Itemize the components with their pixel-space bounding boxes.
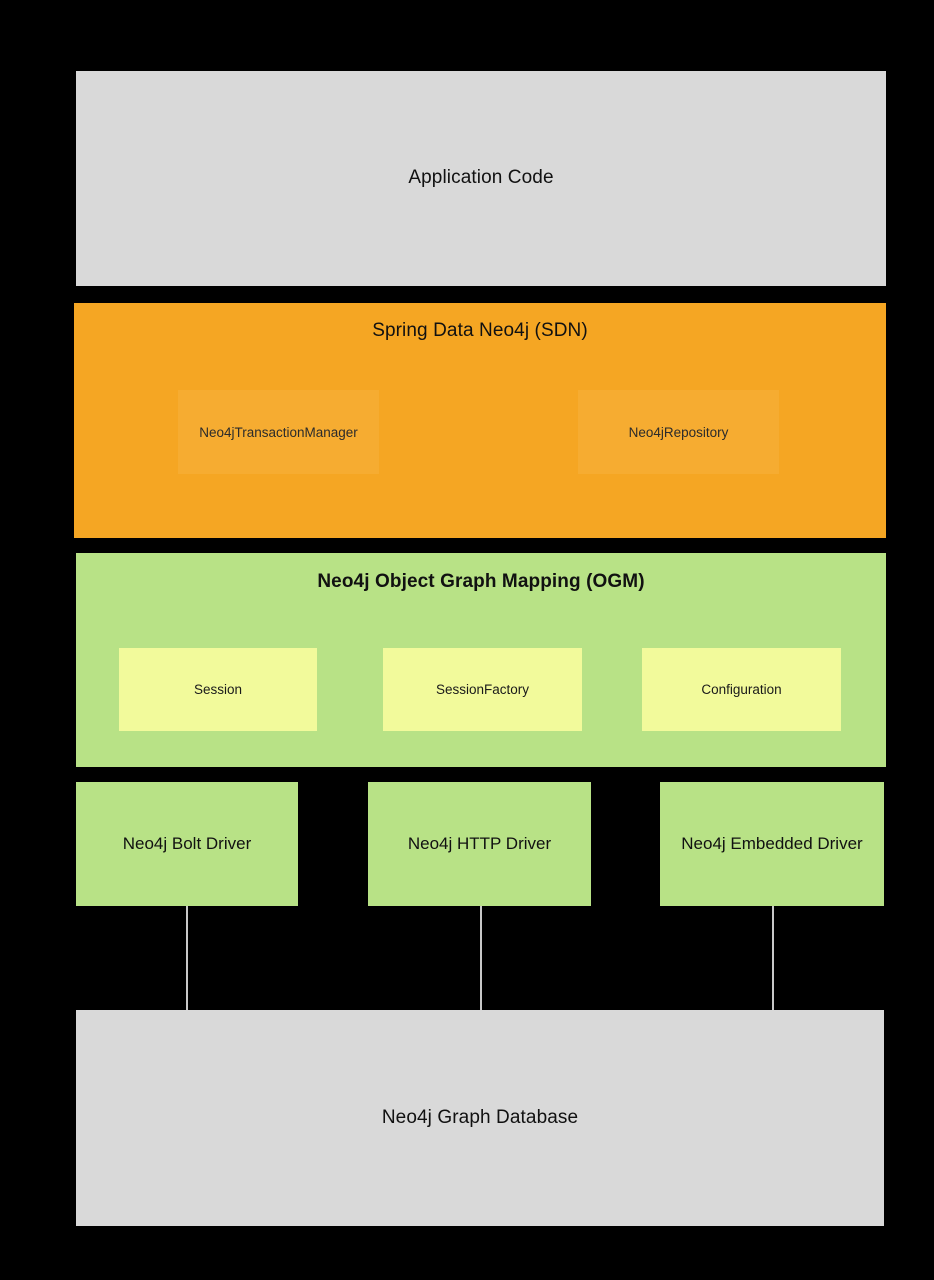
component-label: Session: [193, 682, 243, 697]
application-code-label: Application Code: [408, 167, 554, 188]
driver-label: Neo4j Bolt Driver: [122, 834, 252, 853]
connector-embedded-to-database: [772, 906, 774, 1010]
spring-data-neo4j-label: Spring Data Neo4j (SDN): [372, 320, 588, 341]
component-session-factory[interactable]: SessionFactory: [383, 648, 582, 731]
layer-neo4j-ogm[interactable]: Neo4j Object Graph Mapping (OGM) Session…: [76, 553, 886, 767]
component-label: Configuration: [701, 682, 782, 697]
component-neo4j-repository[interactable]: Neo4jRepository: [578, 390, 779, 474]
component-neo4j-transaction-manager[interactable]: Neo4jTransactionManager: [178, 390, 379, 474]
driver-neo4j-http[interactable]: Neo4j HTTP Driver: [368, 782, 591, 906]
driver-neo4j-bolt[interactable]: Neo4j Bolt Driver: [76, 782, 298, 906]
layer-spring-data-neo4j[interactable]: Spring Data Neo4j (SDN) Neo4jTransaction…: [74, 303, 886, 538]
layer-neo4j-graph-database[interactable]: Neo4j Graph Database: [76, 1010, 884, 1226]
driver-label: Neo4j Embedded Driver: [681, 834, 863, 853]
driver-neo4j-embedded[interactable]: Neo4j Embedded Driver: [660, 782, 884, 906]
driver-label: Neo4j HTTP Driver: [407, 834, 552, 853]
connector-http-to-database: [480, 906, 482, 1010]
component-label: Neo4jRepository: [628, 424, 729, 440]
neo4j-ogm-label: Neo4j Object Graph Mapping (OGM): [317, 571, 645, 592]
component-configuration[interactable]: Configuration: [642, 648, 841, 731]
connector-bolt-to-database: [186, 906, 188, 1010]
layer-application-code[interactable]: Application Code: [76, 71, 886, 286]
component-label: Neo4jTransactionManager: [199, 424, 358, 440]
neo4j-graph-database-label: Neo4j Graph Database: [381, 1107, 579, 1128]
component-session[interactable]: Session: [119, 648, 317, 731]
component-label: SessionFactory: [435, 682, 530, 697]
